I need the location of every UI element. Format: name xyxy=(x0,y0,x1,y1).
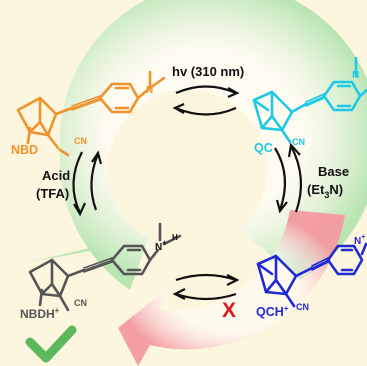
hv-label: hv (310 nm) xyxy=(172,64,244,79)
green-cycle-arrow xyxy=(30,0,367,290)
green-checkmark-icon xyxy=(25,325,77,363)
red-cycle-arrow xyxy=(118,210,345,366)
nbdh-ammonium-h: H xyxy=(172,233,178,242)
nbd-cn-group: CN xyxy=(74,136,87,146)
nbdh-molecule xyxy=(28,222,182,312)
base-label: Base xyxy=(318,164,349,179)
qch-molecule xyxy=(256,242,367,308)
qc-amine-n: N xyxy=(352,70,359,81)
qch-ammonium-n: N+ xyxy=(354,234,365,247)
acid-equilibrium-arrows xyxy=(72,150,103,217)
blocked-x-mark: X xyxy=(222,299,236,322)
nbdh-ammonium-n: N+ xyxy=(155,240,166,253)
nbd-molecule xyxy=(16,70,166,157)
nbdh-label: NBDH+ xyxy=(20,306,60,321)
acid-label: Acid xyxy=(42,168,70,183)
qc-cn-group: CN xyxy=(292,137,305,147)
qc-molecule xyxy=(252,56,367,144)
qch-label: QCH+ xyxy=(256,304,289,319)
hv-equilibrium-arrows xyxy=(172,85,240,116)
base-equilibrium-arrows xyxy=(274,142,303,214)
nbdh-cn-group: CN xyxy=(74,298,87,308)
nbd-amine-n: N xyxy=(146,85,153,96)
blocked-equilibrium-arrows xyxy=(172,273,240,301)
base-reagent-label: (Et3N) xyxy=(307,182,343,200)
qc-label: QC xyxy=(254,141,273,155)
qch-cn-group: CN xyxy=(296,302,309,312)
nbd-label: NBD xyxy=(11,143,38,157)
acid-reagent-label: (TFA) xyxy=(36,186,69,201)
